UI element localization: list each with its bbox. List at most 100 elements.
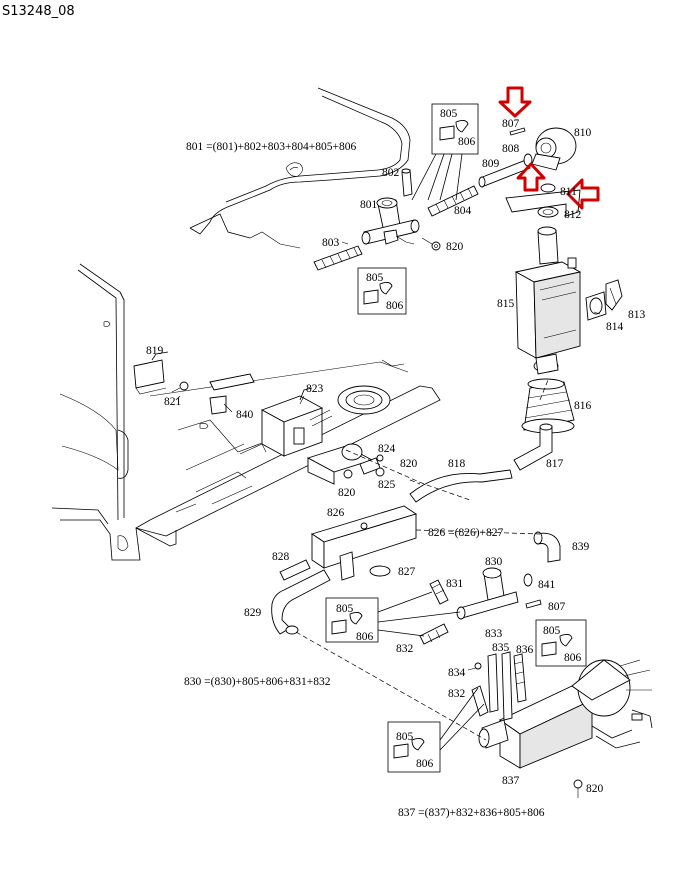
part-823-solenoid	[260, 387, 333, 457]
label-825: 825	[378, 479, 396, 491]
label-806-a: 806	[458, 136, 476, 148]
label-823: 823	[306, 383, 324, 395]
label-806-e: 806	[416, 758, 434, 770]
part-817-elbow	[513, 423, 553, 471]
label-826: 826	[327, 507, 345, 519]
part-829-hose	[271, 569, 331, 635]
label-802: 802	[382, 167, 400, 179]
part-830-valve	[456, 567, 519, 620]
part-828-hose	[279, 559, 311, 581]
label-836: 836	[516, 644, 534, 656]
label-827: 827	[398, 566, 416, 578]
label-805-d: 805	[543, 625, 561, 637]
part-819-switch	[133, 351, 169, 395]
formula-830: 830 =(830)+805+806+831+832	[184, 676, 331, 688]
part-810-valve-cap	[531, 127, 577, 171]
part-825-screw	[375, 467, 385, 477]
label-833: 833	[485, 628, 503, 640]
label-803: 803	[322, 237, 340, 249]
label-830: 830	[485, 556, 503, 568]
part-832-spring-b	[471, 685, 489, 717]
clamp-box-805-806-bottom	[387, 687, 485, 773]
part-836-spring	[513, 653, 527, 703]
image-code: S13248_08	[2, 4, 75, 19]
part-820-screw-d	[573, 779, 583, 798]
part-807-pin-lower	[525, 599, 542, 609]
label-806-b: 806	[386, 300, 404, 312]
label-814: 814	[606, 321, 624, 333]
part-840-bracket	[209, 373, 255, 415]
part-820-screw-b	[343, 469, 353, 479]
label-808: 808	[502, 143, 520, 155]
part-804-spring-hose	[427, 185, 479, 217]
part-820-screw-a	[421, 237, 441, 251]
deck-round-plate	[337, 385, 391, 415]
part-837-pump	[478, 659, 653, 769]
formula-801: 801 =(801)+802+803+804+805+806	[186, 141, 356, 153]
part-835-tube	[501, 651, 513, 721]
clamp-box-805-806-right	[535, 619, 587, 667]
clamp-box-805-806-top	[411, 103, 479, 201]
label-806-c: 806	[356, 631, 374, 643]
label-809: 809	[482, 158, 500, 170]
part-809-tube	[478, 159, 531, 188]
label-824: 824	[378, 443, 396, 455]
label-837: 837	[502, 775, 520, 787]
part-803-spring-hose	[313, 245, 363, 271]
part-841-oring	[523, 573, 533, 587]
label-818: 818	[448, 458, 466, 470]
label-811: 811	[560, 186, 577, 198]
label-806-d: 806	[564, 652, 582, 664]
part-833-tube	[487, 653, 499, 713]
label-832-b: 832	[448, 688, 466, 700]
part-815-pump	[514, 226, 582, 375]
part-826-block	[310, 505, 418, 581]
part-820-screw-c	[376, 454, 384, 462]
part-801-valve	[361, 197, 420, 245]
part-834-clip	[474, 662, 482, 670]
label-821: 821	[164, 396, 182, 408]
part-802-hose	[401, 168, 413, 197]
part-821-screw	[171, 381, 189, 393]
label-812: 812	[564, 209, 582, 221]
highlight-arrow-up	[516, 162, 546, 192]
part-824-valve	[306, 443, 381, 485]
label-804: 804	[454, 205, 472, 217]
label-807-a: 807	[502, 118, 520, 130]
label-805-b: 805	[366, 272, 384, 284]
label-805-e: 805	[396, 731, 414, 743]
label-820-b: 820	[400, 458, 418, 470]
label-820-d: 820	[586, 783, 604, 795]
part-832-spring-a	[419, 623, 449, 645]
clamp-box-805-806-mid	[325, 591, 461, 643]
label-840: 840	[236, 409, 254, 421]
part-807-pin-top	[509, 127, 526, 136]
part-814-thermal-fuse	[585, 291, 607, 321]
clamp-box-805-806-lower	[357, 267, 407, 315]
label-835: 835	[492, 642, 510, 654]
label-841: 841	[538, 579, 556, 591]
label-805-a: 805	[440, 108, 458, 120]
part-818-hose	[409, 469, 513, 503]
label-839: 839	[572, 541, 590, 553]
label-820-a: 820	[446, 241, 464, 253]
label-828: 828	[272, 551, 290, 563]
label-801: 801	[360, 199, 378, 211]
label-819: 819	[146, 345, 164, 357]
part-827-oring	[369, 565, 391, 577]
formula-826: 826 =(826)+827	[428, 527, 504, 539]
part-839-elbow	[533, 531, 561, 563]
label-832-a: 832	[396, 643, 414, 655]
housing-top-outline	[189, 87, 411, 249]
part-831-spring	[429, 579, 449, 605]
label-831: 831	[446, 578, 464, 590]
label-820-c: 820	[338, 487, 356, 499]
label-805-c: 805	[336, 603, 354, 615]
label-816: 816	[574, 400, 592, 412]
label-834: 834	[448, 667, 466, 679]
label-813: 813	[628, 309, 646, 321]
part-813-clip	[605, 279, 623, 311]
highlight-arrow-left	[566, 178, 600, 210]
label-810: 810	[574, 127, 592, 139]
